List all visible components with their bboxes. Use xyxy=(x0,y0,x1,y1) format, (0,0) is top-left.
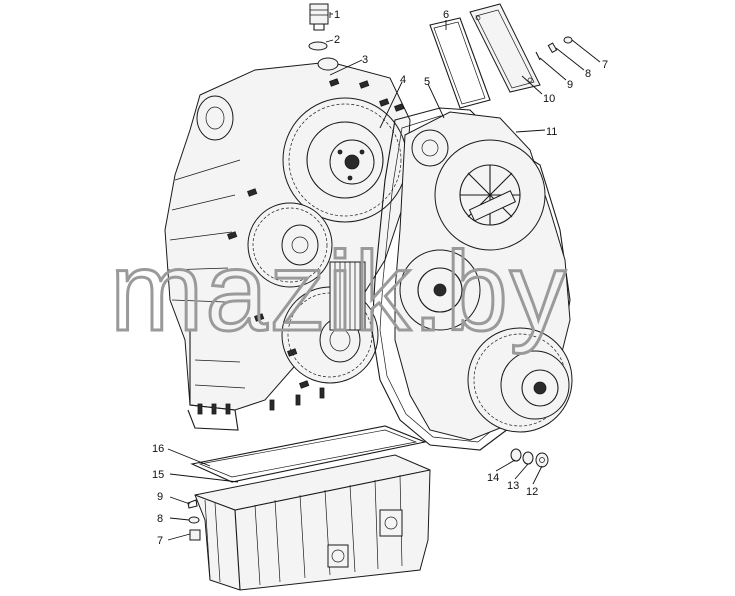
callout-15: 15 xyxy=(152,469,164,481)
leader-12 xyxy=(532,465,543,485)
leader-8a xyxy=(555,47,585,71)
top-right-cover-gasket xyxy=(429,3,541,109)
callout-1: 1 xyxy=(334,9,340,21)
filler-neck xyxy=(317,57,339,71)
callout-leaders xyxy=(167,12,601,541)
watermark-text: mazik.by xyxy=(110,229,568,354)
callout-9b: 9 xyxy=(157,491,163,503)
top-small-parts xyxy=(535,36,573,61)
callout-2: 2 xyxy=(334,34,340,46)
top-plug xyxy=(309,3,329,31)
leader-7b xyxy=(167,533,191,541)
oil-pan xyxy=(194,454,431,591)
callout-labels: 1 2 3 4 5 6 7 8 9 10 11 12 13 14 15 16 9… xyxy=(152,9,608,547)
leader-2 xyxy=(325,39,334,43)
leader-9b xyxy=(169,496,191,505)
leader-4 xyxy=(379,81,403,129)
top-washer xyxy=(308,41,328,51)
callout-4: 4 xyxy=(400,74,406,86)
splined-shaft xyxy=(329,261,366,331)
callout-13: 13 xyxy=(507,480,519,492)
housing-bolts xyxy=(227,78,405,389)
leader-14 xyxy=(495,459,516,472)
leader-13 xyxy=(514,463,529,480)
callout-8b: 8 xyxy=(157,513,163,525)
leader-3 xyxy=(329,59,363,76)
leader-10 xyxy=(521,75,543,95)
callout-8a: 8 xyxy=(585,68,591,80)
callout-3: 3 xyxy=(362,54,368,66)
callout-11: 11 xyxy=(546,126,557,138)
callout-12: 12 xyxy=(526,486,538,498)
leader-8b xyxy=(169,517,190,521)
callout-14: 14 xyxy=(487,472,499,484)
callout-7b: 7 xyxy=(157,535,163,547)
oil-pan-gasket xyxy=(190,425,427,483)
callout-9a: 9 xyxy=(567,79,573,91)
upper-large-gear xyxy=(282,97,408,223)
callout-5: 5 xyxy=(424,76,430,88)
callout-6: 6 xyxy=(443,9,449,21)
leader-9a xyxy=(539,57,567,81)
callout-7a: 7 xyxy=(602,59,608,71)
lower-gear xyxy=(247,202,333,288)
callout-10: 10 xyxy=(543,93,555,105)
bottom-studs xyxy=(197,387,325,415)
leader-15 xyxy=(169,473,239,483)
leader-16 xyxy=(167,448,211,467)
callout-16: 16 xyxy=(152,443,164,455)
output-flange xyxy=(467,327,573,433)
leader-11 xyxy=(515,129,546,133)
leader-7a xyxy=(571,39,601,63)
bottom-washers xyxy=(510,448,549,468)
leader-5 xyxy=(427,83,445,119)
